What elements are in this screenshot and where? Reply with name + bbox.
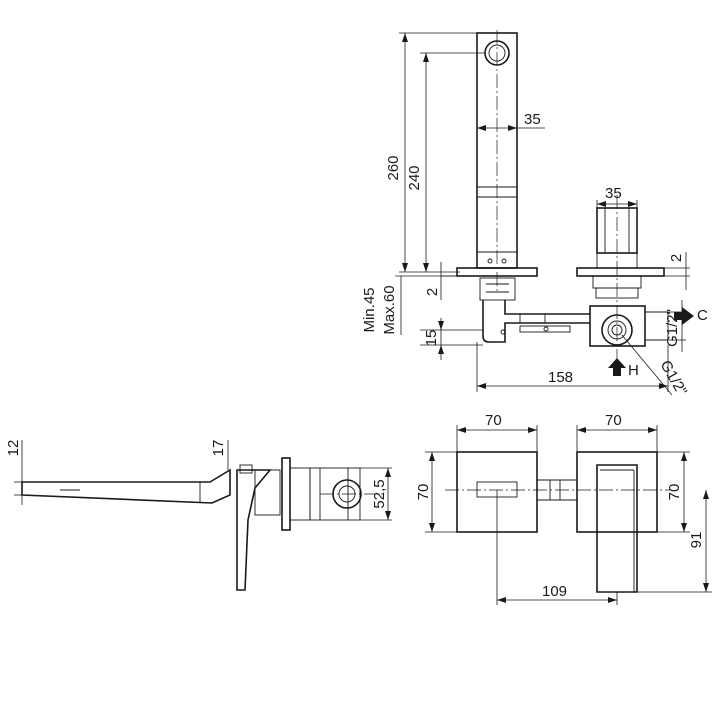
inlet-ring: [601, 314, 633, 346]
dim-52-5: 52,5: [371, 479, 388, 508]
plan-right-plate: [576, 451, 658, 533]
front-elevation-view: 260 240 35 35 2 2 Min.45 Max.60: [361, 30, 708, 399]
dim-35-spout: 35: [524, 111, 541, 128]
valve-body: [589, 305, 646, 347]
dim-158: 158: [548, 369, 573, 386]
dim-min-45: Min.45: [361, 287, 378, 332]
dim-2-right: 2: [668, 254, 685, 262]
side-lever-handle: [236, 469, 272, 591]
mixer-wall-plate: [576, 267, 665, 277]
dim-91: 91: [688, 532, 705, 549]
plan-lever: [596, 464, 638, 593]
side-spout-arm: [21, 468, 231, 504]
inlet-h-label: H: [628, 362, 639, 379]
dim-12: 12: [5, 440, 22, 457]
dim-70-top-right: 70: [605, 412, 622, 429]
dim-17: 17: [210, 440, 227, 457]
dim-max-60: Max.60: [381, 285, 398, 334]
dim-240: 240: [406, 165, 423, 190]
dim-2-left: 2: [424, 288, 441, 296]
hot-inlet-arrow-icon: [608, 358, 626, 376]
plan-view: 70 70 70 70 91 109: [415, 412, 712, 605]
cold-inlet-arrow-icon: [674, 307, 694, 325]
side-wall-plate: [281, 457, 291, 531]
dim-70-left: 70: [415, 484, 432, 501]
dim-g12-diagonal: G1/2": [657, 358, 691, 399]
dim-70-right: 70: [666, 484, 683, 501]
dim-35-cartridge: 35: [605, 185, 622, 202]
dim-70-top-left: 70: [485, 412, 502, 429]
side-elevation-view: 12 17 52,5: [5, 440, 392, 591]
dim-15: 15: [423, 330, 440, 347]
dim-109: 109: [542, 583, 567, 600]
inlet-c-label: C: [697, 307, 708, 324]
dim-260: 260: [385, 155, 402, 180]
